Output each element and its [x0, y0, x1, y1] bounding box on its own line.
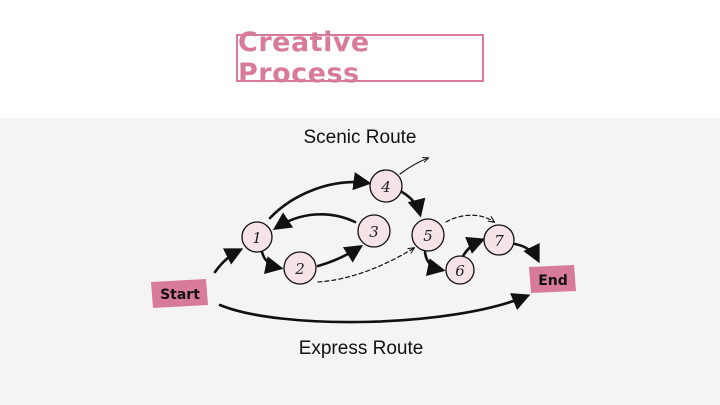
arrow-2-to-3 [316, 245, 364, 268]
node-7: 7 [483, 224, 515, 256]
arrow-4-to-5 [400, 190, 426, 218]
node-6-label: 6 [455, 262, 465, 280]
arrow-express-start-to-end [218, 293, 531, 324]
arrow-4-outgoing [399, 158, 428, 175]
page-title: Creative Process [238, 27, 370, 89]
end-tag-label: End [538, 273, 568, 289]
node-4: 4 [369, 169, 403, 203]
arrow-start-to-1 [213, 248, 244, 274]
node-2: 2 [283, 251, 317, 285]
title-box: Creative Process [236, 27, 484, 89]
end-tag: End [529, 265, 576, 293]
arrow-5-to-6 [423, 250, 446, 277]
node-5-label: 5 [423, 227, 433, 245]
arrow-7-to-end [513, 242, 540, 264]
arrow-6-to-7 [460, 236, 486, 260]
node-4-label: 4 [380, 178, 391, 196]
node-1-label: 1 [252, 229, 262, 247]
arrow-1-to-4 [268, 172, 372, 220]
node-3: 3 [357, 214, 391, 248]
arrow-1-to-2 [260, 250, 284, 275]
node-3-label: 3 [369, 223, 379, 241]
scenic-route-label: Scenic Route [303, 127, 416, 148]
start-tag: Start [151, 279, 208, 308]
arrow-3-to-1 [272, 212, 357, 231]
start-tag-label: Start [160, 287, 200, 303]
node-2-label: 2 [294, 260, 305, 278]
node-6: 6 [445, 255, 475, 285]
express-route-label: Express Route [299, 338, 424, 359]
node-1: 1 [241, 221, 273, 253]
node-7-label: 7 [494, 232, 504, 250]
node-5: 5 [411, 218, 445, 252]
arrow-2-to-5-dashed [317, 248, 414, 283]
arrow-5-to-7-dashed [445, 214, 494, 222]
